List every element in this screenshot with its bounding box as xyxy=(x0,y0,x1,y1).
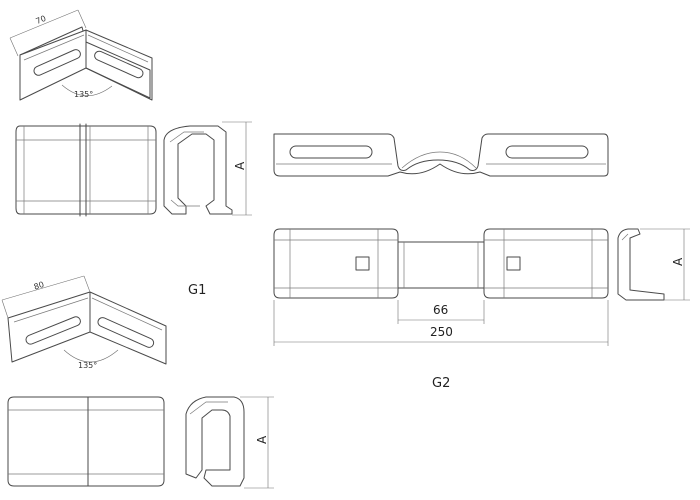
g2-height-dim: A xyxy=(671,257,685,266)
g1-bottom-width-dim: 80 xyxy=(33,280,45,292)
g2-overall-dim: 250 xyxy=(430,325,453,339)
g2-inner-dim: 66 xyxy=(433,303,448,317)
g1-label: G1 xyxy=(188,283,206,298)
g1-bottom-side-view xyxy=(185,396,274,489)
g2-label: G2 xyxy=(432,376,450,391)
g1-bottom-angle-view xyxy=(1,275,167,365)
g1-top-side-view xyxy=(163,121,252,216)
g1-bottom-height-dim: A xyxy=(255,435,269,444)
g1-top-height-dim: A xyxy=(233,161,247,170)
g1-bottom-angle-dim: 135° xyxy=(78,361,97,370)
g1-top-width-dim: 70 xyxy=(35,14,48,26)
g1-top-angle-dim: 135° xyxy=(74,90,93,99)
g2-side-view xyxy=(617,228,690,301)
g1-bottom-front-view xyxy=(7,396,165,487)
g1-top-angle-view xyxy=(9,9,153,101)
g2-top-view xyxy=(273,133,609,177)
g1-top-front-view xyxy=(15,123,157,217)
g2-front-view xyxy=(273,228,609,346)
